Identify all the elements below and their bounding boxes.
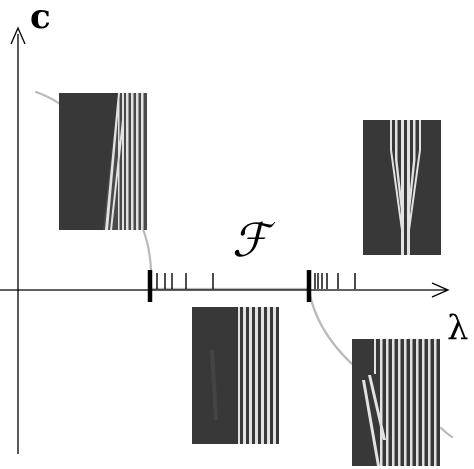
axes xyxy=(0,26,450,454)
panel-lower-right xyxy=(352,339,440,466)
x-axis-label: λ xyxy=(447,308,469,348)
panel-lower-middle xyxy=(192,307,279,444)
curve-left-branch xyxy=(34,90,62,106)
curve-right-branch xyxy=(307,288,354,366)
curve-left-branch-lower xyxy=(141,227,153,272)
y-axis-label: c xyxy=(30,0,51,37)
set-label-f: ℱ xyxy=(232,213,276,267)
spectrum-ticks xyxy=(147,270,356,302)
x-axis-arrowhead xyxy=(431,282,450,298)
y-axis-arrowhead xyxy=(10,26,26,45)
curve-right-branch-tail xyxy=(439,426,454,439)
panel-upper-left xyxy=(59,93,147,230)
panel-upper-right xyxy=(363,120,441,255)
